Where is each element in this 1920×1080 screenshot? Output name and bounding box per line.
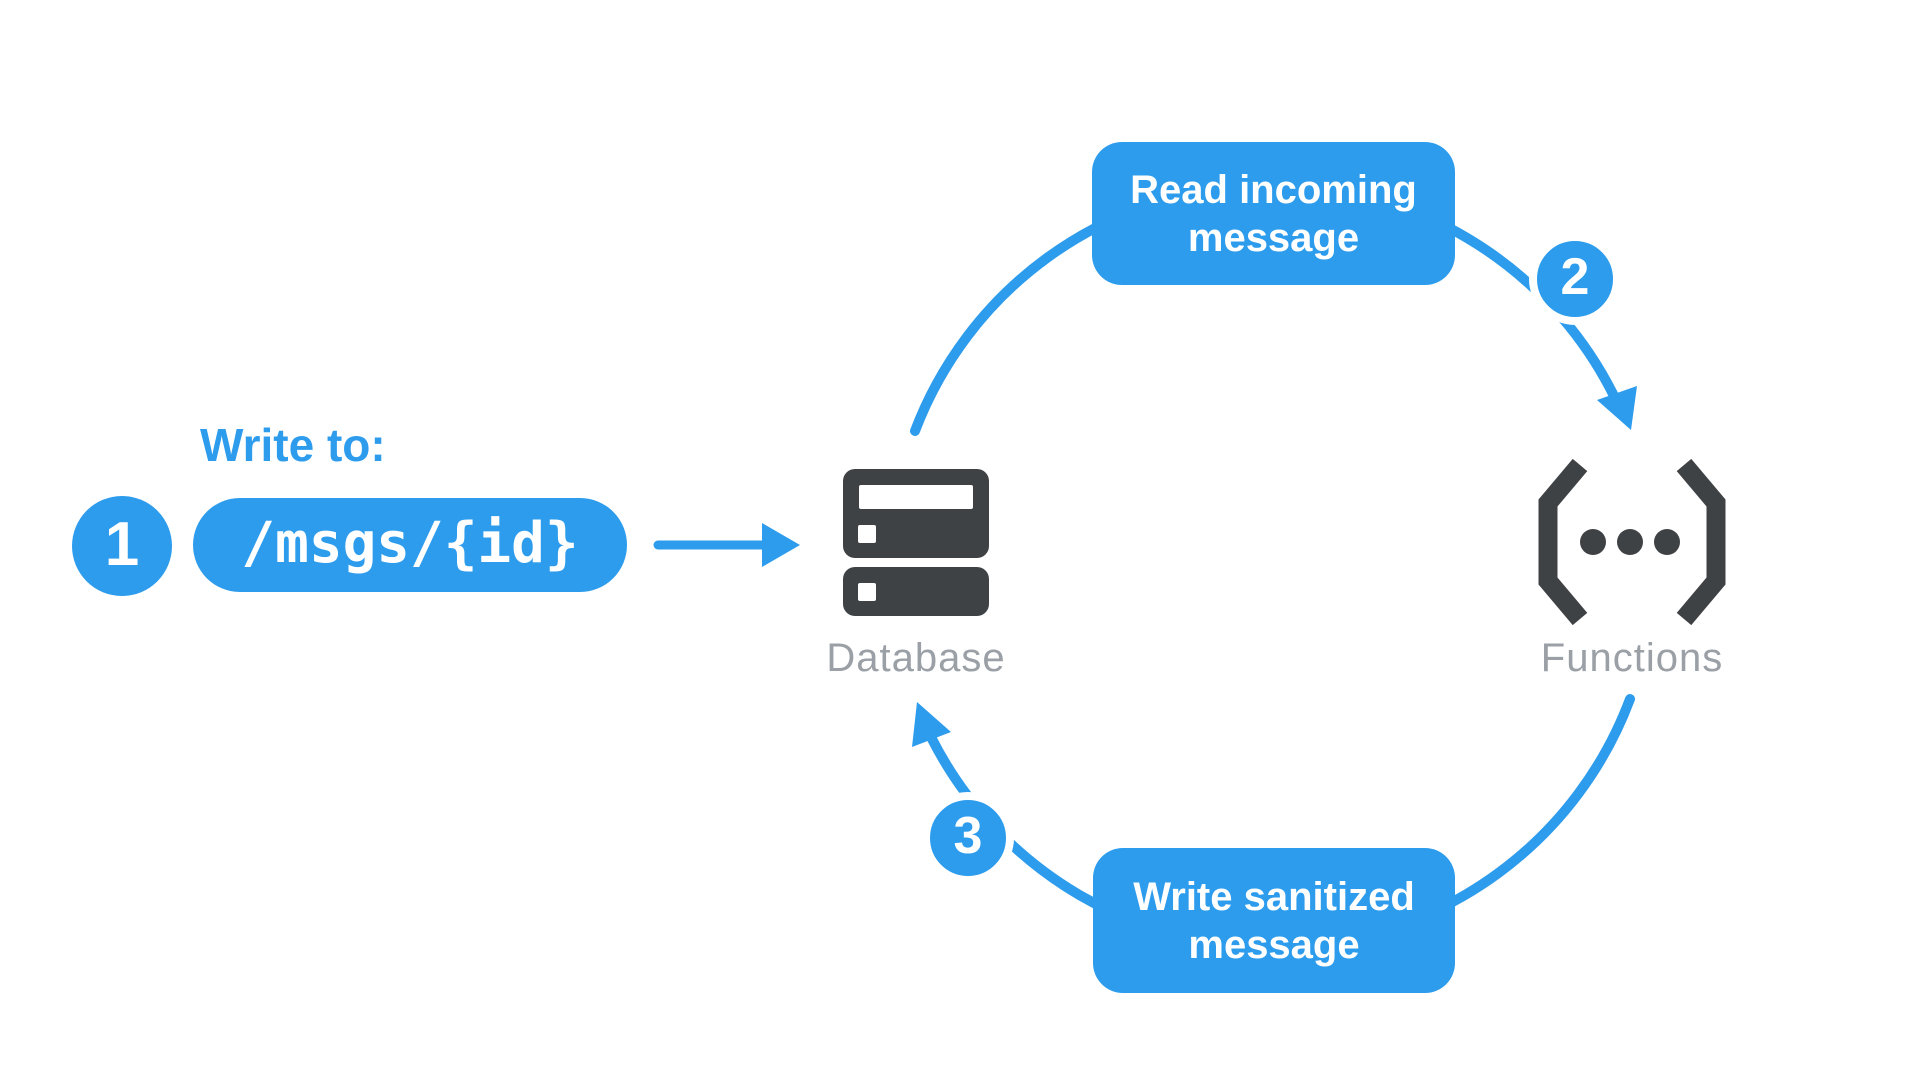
step-2-badge: 2 <box>1529 233 1621 325</box>
database-label: Database <box>826 636 1006 680</box>
database-path-pill: /msgs/{id} <box>193 498 627 592</box>
write-flow-arrowhead-icon <box>912 702 951 747</box>
functions-label: Functions <box>1540 636 1724 680</box>
database-icon <box>843 469 989 616</box>
step-1-number: 1 <box>104 509 140 579</box>
write-message-box: Write sanitized message <box>1093 848 1455 993</box>
write-message-text: Write sanitized message <box>1133 874 1415 967</box>
database-path-text: /msgs/{id} <box>241 510 579 576</box>
write-to-arrowhead-icon <box>762 523 800 567</box>
functions-icon <box>1538 458 1726 626</box>
step-1-badge: 1 <box>72 496 172 596</box>
read-message-text: Read incoming message <box>1130 167 1417 260</box>
read-flow-arrowhead-icon <box>1597 386 1637 430</box>
step-3-badge: 3 <box>922 792 1014 884</box>
step-3-number: 3 <box>953 807 983 865</box>
step-2-number: 2 <box>1560 248 1590 306</box>
read-message-box: Read incoming message <box>1092 142 1455 285</box>
write-to-label: Write to: <box>200 419 386 471</box>
